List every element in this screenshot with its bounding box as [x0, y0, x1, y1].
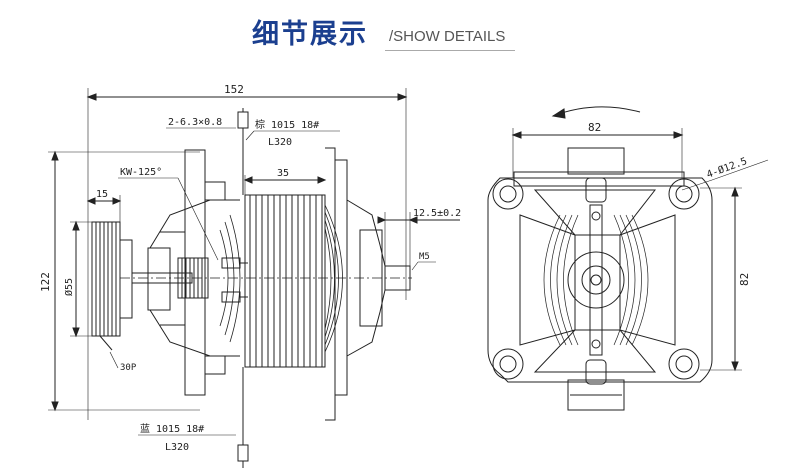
front-view: 82 82 4-Ø12.5: [487, 106, 769, 411]
mounting-holes: [492, 178, 700, 380]
wire-bottom-length: L320: [165, 442, 189, 453]
lead-wire-top: 2-6.3×0.8 棕 1015 18# L320: [166, 108, 340, 195]
dim-front-height-label: 82: [738, 273, 751, 286]
front-coil: [543, 214, 649, 346]
dim-fan-diameter: Ø55: [63, 220, 96, 338]
inner-frame: [519, 189, 676, 373]
dim-shaft-extension-label: 12.5±0.2: [413, 208, 461, 219]
dim-fan-offset-label: 15: [96, 189, 108, 200]
thermostat-label: KW-125°: [120, 167, 162, 178]
back-bracket: [147, 149, 240, 396]
dim-front-height: 82: [700, 186, 751, 372]
page-subtitle: /SHOW DETAILS: [389, 28, 506, 45]
wire-top-length: L320: [268, 137, 292, 148]
carbon-brushes: [221, 257, 248, 303]
page-title: 细节展示: [252, 19, 368, 50]
dim-overall-width-label: 152: [224, 83, 244, 96]
dim-front-width-label: 82: [588, 121, 601, 134]
fan-teeth-label: 30P: [120, 363, 137, 373]
fan-impeller: 30P: [91, 221, 137, 373]
stator-stack: [244, 194, 326, 368]
dim-height-label: 122: [39, 272, 52, 292]
terminal-size-label: 2-6.3×0.8: [168, 117, 222, 128]
lead-wire-bottom: 蓝 1015 18# L320: [138, 367, 249, 468]
motor-shaft: [120, 265, 412, 291]
rotation-arrow: [551, 106, 641, 119]
title-underline: [385, 50, 515, 51]
dim-fan-diameter-label: Ø55: [63, 278, 75, 296]
header: 细节展示 /SHOW DETAILS: [0, 0, 790, 58]
dim-front-width: 82: [511, 121, 684, 178]
dim-fan-offset: 15: [86, 189, 122, 222]
wire-bottom-label: 蓝 1015 18#: [140, 423, 204, 435]
field-coil: [219, 204, 343, 353]
dim-stack: 35: [243, 168, 327, 195]
dim-shaft-extension: 12.5±0.2: [377, 208, 461, 266]
shaft-thread-callout: M5: [411, 252, 436, 271]
mount-holes-callout: 4-Ø12.5: [681, 155, 769, 191]
dim-stack-label: 35: [277, 168, 289, 179]
mount-holes-label: 4-Ø12.5: [705, 155, 749, 181]
dim-overall-width: 152: [86, 83, 408, 420]
center-hub: [567, 177, 625, 385]
dim-height: 122: [39, 150, 200, 412]
side-view: 152 122 Ø55 15: [39, 83, 461, 468]
front-bracket: [325, 147, 386, 421]
thermostat-callout: KW-125°: [118, 167, 219, 261]
shaft-thread-label: M5: [419, 252, 430, 262]
wire-top-label: 棕 1015 18#: [255, 118, 319, 131]
